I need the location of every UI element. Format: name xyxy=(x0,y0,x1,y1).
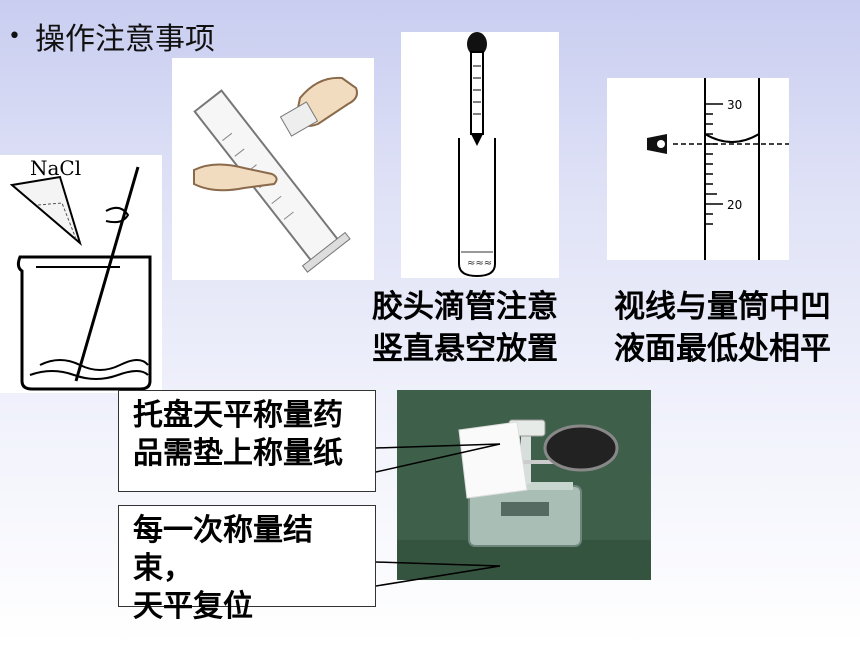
weighing-paper-note: 托盘天平称量药 品需垫上称量纸 xyxy=(118,390,376,492)
reading-caption: 视线与量筒中凹 液面最低处相平 xyxy=(614,289,831,367)
dropper-illustration: ≈≈≈ xyxy=(401,32,559,278)
dropper-icon xyxy=(470,51,484,135)
beaker-icon xyxy=(16,255,152,391)
tick-label-top: 30 xyxy=(727,98,742,112)
dropper-bulb-icon xyxy=(467,32,487,56)
tick-label-bottom: 20 xyxy=(727,198,742,212)
balance-photo xyxy=(397,390,651,580)
title-text: 操作注意事项 xyxy=(34,22,215,57)
slide-title: • 操作注意事项 xyxy=(8,14,215,58)
rotate-arrow-icon xyxy=(105,206,130,224)
pouring-illustration xyxy=(172,58,374,280)
weighing-paper-icon xyxy=(458,421,528,499)
bottle-icon xyxy=(279,101,319,137)
beaker-illustration: NaCl xyxy=(0,155,162,393)
hand-icon xyxy=(193,163,278,192)
beaker-drawing: NaCl xyxy=(9,156,152,391)
dropper-drawing: ≈≈≈ xyxy=(458,32,496,278)
meniscus-drawing: 30 20 xyxy=(647,78,789,260)
scale-ticks xyxy=(705,103,723,225)
pouring-drawing xyxy=(193,76,358,273)
meniscus-curve xyxy=(704,133,760,143)
dropper-caption: 胶头滴管注意 竖直悬空放置 xyxy=(372,289,558,367)
nacl-label: NaCl xyxy=(30,156,81,180)
balance-pan-icon xyxy=(543,424,619,472)
paper-icon xyxy=(9,175,82,246)
test-tube-icon xyxy=(458,138,496,278)
stirring-rod xyxy=(74,166,140,382)
meniscus-illustration: 30 20 xyxy=(607,78,789,260)
bullet: • xyxy=(8,23,21,49)
reset-note: 每一次称量结束， 天平复位 xyxy=(118,505,376,624)
balance-drawing xyxy=(397,390,651,580)
svg-text:≈≈≈: ≈≈≈ xyxy=(467,258,492,269)
